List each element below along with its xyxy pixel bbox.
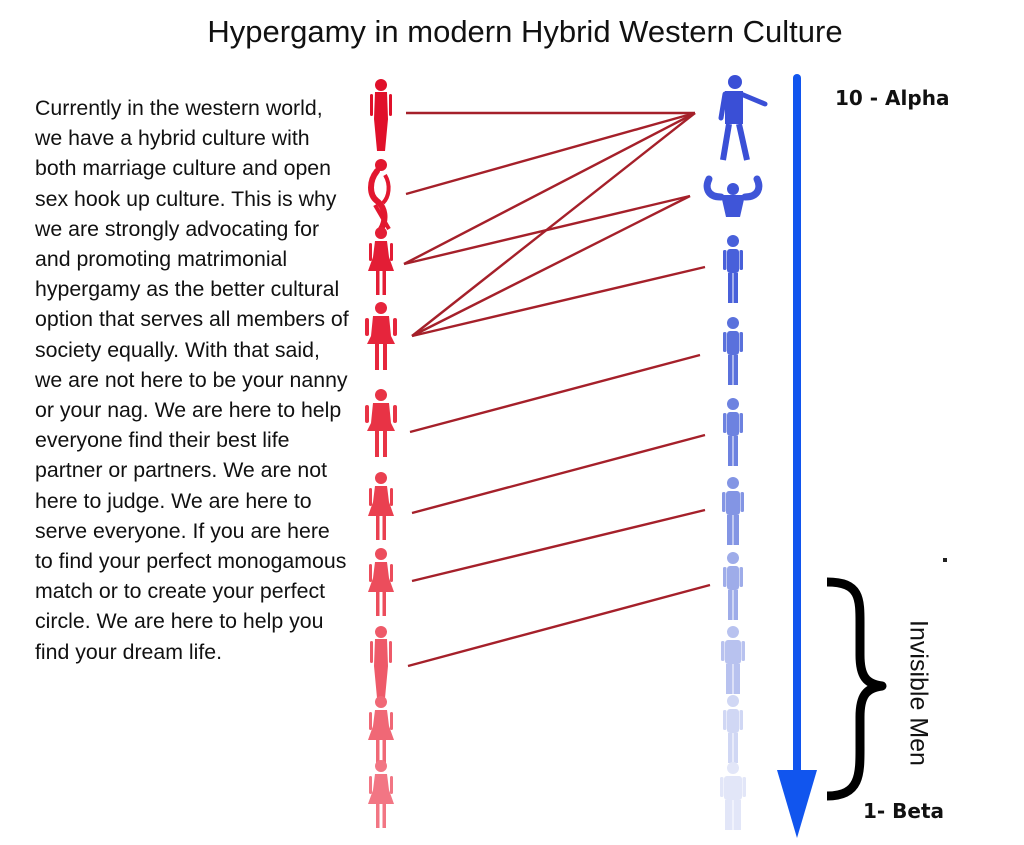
man-boxy-icon (721, 626, 745, 694)
connection-line (411, 508, 706, 583)
woman-dress-icon (368, 472, 394, 540)
scale-arrow (777, 74, 817, 838)
connection-line (403, 111, 696, 266)
diagram-title: Hypergamy in modern Hybrid Western Cultu… (207, 14, 843, 49)
connection-line (407, 583, 711, 668)
man-standing-icon (723, 317, 743, 385)
connection-line (405, 111, 696, 196)
stray-dot (943, 558, 947, 562)
connection-lines (403, 111, 711, 668)
woman-dress-icon (368, 227, 394, 295)
connection-line (411, 433, 706, 515)
man-stocky-icon (722, 477, 744, 545)
businessman-pointing-icon (718, 75, 768, 161)
bodybuilder-icon (703, 175, 763, 217)
woman-dress-icon (368, 760, 394, 828)
connection-line (409, 353, 701, 434)
man-heavy-icon (720, 762, 746, 830)
invisible-men-label: Invisible Men (904, 620, 933, 766)
woman-dress-icon (368, 696, 394, 764)
woman-skirt-icon (365, 389, 397, 457)
women-column (365, 79, 397, 828)
invisible-men-brace (826, 577, 887, 801)
description-text: Currently in the western world, we have … (35, 96, 349, 664)
woman-skirt-icon (365, 302, 397, 370)
beta-label: 1- Beta (863, 799, 945, 823)
woman-posing-icon (368, 159, 391, 232)
man-suit-icon (723, 235, 743, 303)
connection-line (411, 112, 696, 337)
woman-standing-icon (370, 626, 392, 698)
woman-standing-icon (370, 79, 392, 151)
man-standing-icon (723, 398, 743, 466)
woman-dress-icon (368, 548, 394, 616)
man-standing-icon (723, 695, 743, 763)
connection-line (411, 194, 691, 338)
man-standing-icon (723, 552, 743, 620)
connection-line (411, 265, 706, 338)
men-column (703, 75, 768, 830)
scale-arrow-head (777, 770, 817, 838)
alpha-label: 10 - Alpha (835, 86, 950, 110)
